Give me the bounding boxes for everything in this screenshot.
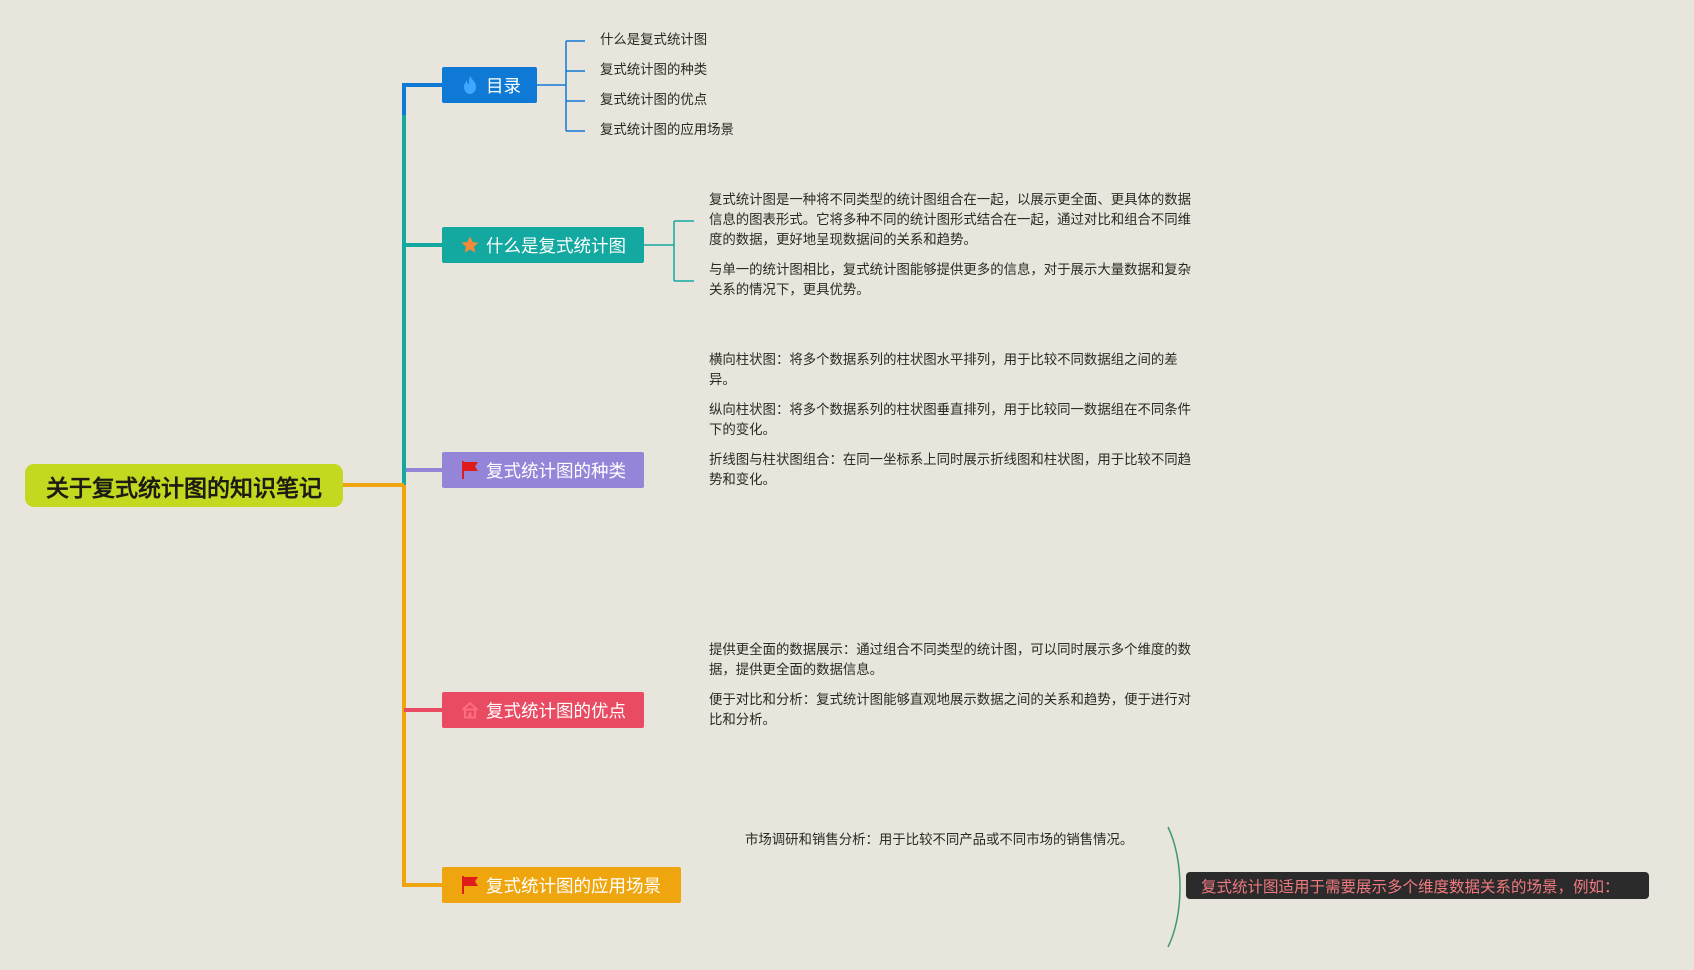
advantages-item-2[interactable]: 便于对比和分析：复式统计图能够直观地展示数据之间的关系和趋势，便于进行对比和分析…	[709, 693, 1192, 728]
toc-leaf-lines	[537, 40, 585, 132]
types-item-3[interactable]: 折线图与柱状图组合：在同一坐标系上同时展示折线图和柱状图，用于比较不同趋势和变化…	[709, 453, 1192, 488]
topic-toc[interactable]: 目录	[442, 67, 537, 103]
root-topic[interactable]: 关于复式统计图的知识笔记	[25, 464, 343, 507]
topic-applications[interactable]: 复式统计图的应用场景	[442, 867, 681, 903]
undefined	[644, 661, 674, 761]
toc-item-3[interactable]: 复式统计图的优点	[600, 93, 708, 108]
topic-types[interactable]: 复式统计图的种类	[442, 452, 644, 488]
flag-icon	[462, 876, 478, 894]
topic-types-label: 复式统计图的种类	[486, 461, 626, 482]
types-item-2[interactable]: 纵向柱状图：将多个数据系列的柱状图垂直排列，用于比较同一数据组在不同条件下的变化…	[709, 403, 1192, 438]
star-icon	[461, 236, 479, 253]
types-item-1[interactable]: 横向柱状图：将多个数据系列的柱状图水平排列，用于比较不同数据组之间的差异。	[709, 353, 1178, 388]
branch-applications	[402, 485, 442, 887]
home-icon	[461, 701, 479, 719]
topic-what-is-label: 什么是复式统计图	[486, 236, 626, 257]
toc-item-4[interactable]: 复式统计图的应用场景	[600, 123, 734, 138]
topic-advantages-label: 复式统计图的优点	[486, 701, 626, 722]
branch-toc	[343, 83, 442, 487]
what-is-paragraph-2[interactable]: 与单一的统计图相比，复式统计图能够提供更多的信息，对于展示大量数据和复杂关系的情…	[709, 263, 1192, 298]
topic-what-is[interactable]: 什么是复式统计图	[442, 227, 644, 263]
topic-applications-label: 复式统计图的应用场景	[486, 876, 661, 897]
topic-advantages[interactable]: 复式统计图的优点	[442, 692, 644, 728]
toc-item-2[interactable]: 复式统计图的种类	[600, 63, 708, 78]
what-is-leaf-lines	[644, 220, 694, 282]
what-is-paragraph-1[interactable]: 复式统计图是一种将不同类型的统计图组合在一起，以展示更全面、更具体的数据信息的图…	[709, 193, 1192, 248]
advantages-item-1[interactable]: 提供更全面的数据展示：通过组合不同类型的统计图，可以同时展示多个维度的数据，提供…	[709, 643, 1192, 678]
toc-item-1[interactable]: 什么是复式统计图	[600, 33, 708, 48]
undefined	[681, 841, 710, 931]
summary-brace	[1167, 826, 1181, 948]
flame-icon	[464, 76, 476, 94]
flag-icon	[462, 461, 478, 479]
applications-summary-callout[interactable]: 复式统计图适用于需要展示多个维度数据关系的场景，例如：	[1186, 872, 1649, 899]
applications-item-1[interactable]: 市场调研和销售分析：用于比较不同产品或不同市场的销售情况。	[745, 833, 1134, 848]
undefined	[644, 371, 674, 570]
topic-toc-label: 目录	[486, 76, 521, 97]
